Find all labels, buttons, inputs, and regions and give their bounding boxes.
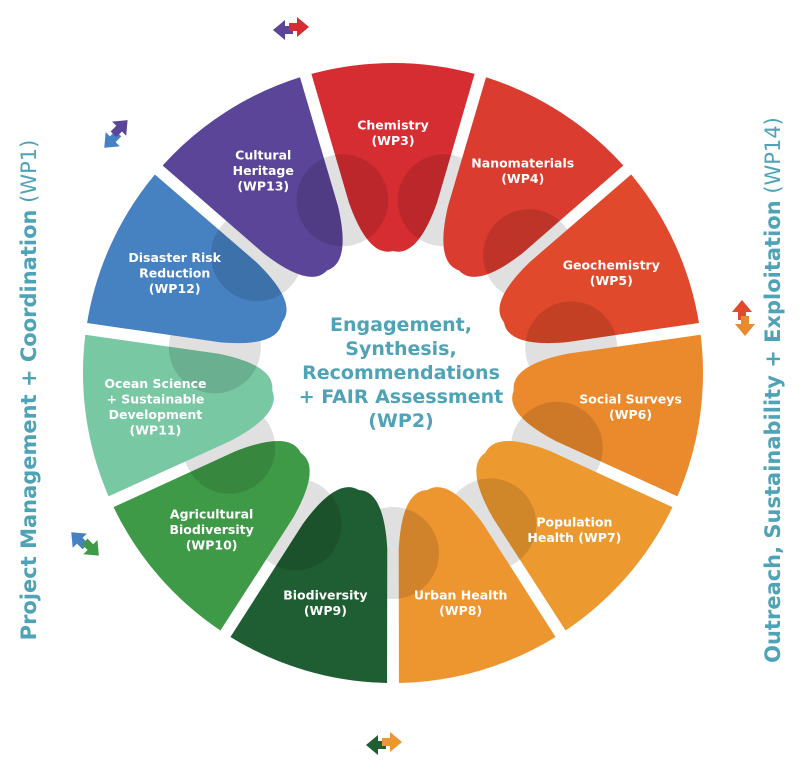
arrow-right-head bbox=[289, 17, 309, 37]
double-arrow-icon-bottom bbox=[366, 732, 402, 755]
label-line: (WP13) bbox=[237, 179, 289, 194]
left-caption-bold: Project Management + Coordination bbox=[17, 210, 41, 641]
label-line: (WP11) bbox=[130, 422, 182, 437]
label-wp3: Chemistry(WP3) bbox=[357, 117, 429, 148]
label-wp5: Geochemistry(WP5) bbox=[563, 258, 660, 289]
double-arrow-icon-right bbox=[732, 300, 755, 336]
center-title-line: + FAIR Assessment bbox=[299, 386, 503, 408]
arrow-left-head bbox=[732, 300, 752, 320]
wedge-wp3 bbox=[311, 62, 475, 252]
wedge-wp9 bbox=[230, 487, 388, 683]
wedge-wp5 bbox=[499, 174, 699, 344]
arrow-right-head bbox=[110, 120, 128, 138]
label-line: (WP10) bbox=[186, 538, 238, 553]
wedge-wp11 bbox=[83, 334, 274, 497]
label-line: (WP6) bbox=[609, 407, 652, 422]
right-caption-wp: (WP14) bbox=[761, 117, 785, 200]
label-wp8: Urban Health(WP8) bbox=[414, 588, 507, 619]
center-title-line: (WP2) bbox=[368, 410, 433, 432]
left-caption-wp: (WP1) bbox=[17, 140, 41, 210]
label-line: Biodiversity bbox=[283, 588, 367, 603]
wedge-wp4 bbox=[443, 77, 624, 277]
label-line: Chemistry bbox=[357, 117, 429, 132]
label-wp9: Biodiversity(WP9) bbox=[283, 588, 367, 619]
label-line: Population bbox=[536, 514, 612, 529]
arrow-left-head bbox=[366, 735, 386, 755]
center-title-line: Engagement, bbox=[330, 314, 472, 336]
label-line: Development bbox=[109, 407, 203, 422]
wedge-wp12 bbox=[87, 174, 287, 344]
double-arrow-icon-left bbox=[71, 532, 99, 556]
right-caption-bold: Outreach, Sustainability + Exploitation bbox=[761, 200, 785, 663]
right-caption: Outreach, Sustainability + Exploitation … bbox=[761, 117, 785, 663]
arrow-group bbox=[71, 17, 755, 755]
label-line: (WP3) bbox=[371, 133, 414, 148]
label-line: Cultural bbox=[235, 148, 291, 163]
center-title-line: Recommendations bbox=[302, 362, 500, 384]
label-line: Social Surveys bbox=[579, 391, 682, 406]
label-line: + Sustainable bbox=[106, 391, 204, 406]
label-line: (WP9) bbox=[304, 603, 347, 618]
label-line: Ocean Science bbox=[104, 376, 206, 391]
wedge-wp8 bbox=[398, 487, 556, 683]
label-line: Disaster Risk bbox=[128, 250, 221, 265]
label-line: Heritage bbox=[233, 163, 294, 178]
label-line: Biodiversity bbox=[169, 522, 253, 537]
left-caption: Project Management + Coordination (WP1) bbox=[17, 140, 41, 641]
wedge-group bbox=[83, 62, 703, 683]
double-arrow-icon-tl bbox=[104, 120, 128, 148]
label-wp6: Social Surveys(WP6) bbox=[579, 391, 682, 422]
label-line: (WP4) bbox=[501, 171, 544, 186]
center-title: Engagement,Synthesis,Recommendations+ FA… bbox=[299, 314, 503, 432]
segment-label-group: Chemistry(WP3) Nanomaterials(WP4) Geochemi… bbox=[104, 117, 682, 618]
label-line: Agricultural bbox=[170, 507, 253, 522]
label-line: Urban Health bbox=[414, 588, 507, 603]
wedge-wp10 bbox=[113, 441, 310, 631]
arrow-right-head bbox=[382, 732, 402, 752]
arrow-right-head bbox=[735, 316, 755, 336]
label-line: Nanomaterials bbox=[471, 155, 574, 170]
label-line: (WP8) bbox=[439, 603, 482, 618]
label-wp4: Nanomaterials(WP4) bbox=[471, 155, 574, 186]
label-line: Reduction bbox=[139, 265, 210, 280]
wedge-wp7 bbox=[476, 441, 673, 631]
label-line: (WP12) bbox=[149, 281, 201, 296]
wedge-wp13 bbox=[162, 77, 343, 277]
double-arrow-icon-top bbox=[273, 17, 309, 40]
overlap-shade-wp13 bbox=[296, 154, 389, 247]
label-line: Health (WP7) bbox=[527, 530, 621, 545]
label-line: Geochemistry bbox=[563, 258, 660, 273]
arrow-left-head bbox=[273, 20, 293, 40]
wedge-wp6 bbox=[512, 334, 703, 497]
center-title-line: Synthesis, bbox=[345, 338, 456, 360]
label-line: (WP5) bbox=[590, 273, 633, 288]
